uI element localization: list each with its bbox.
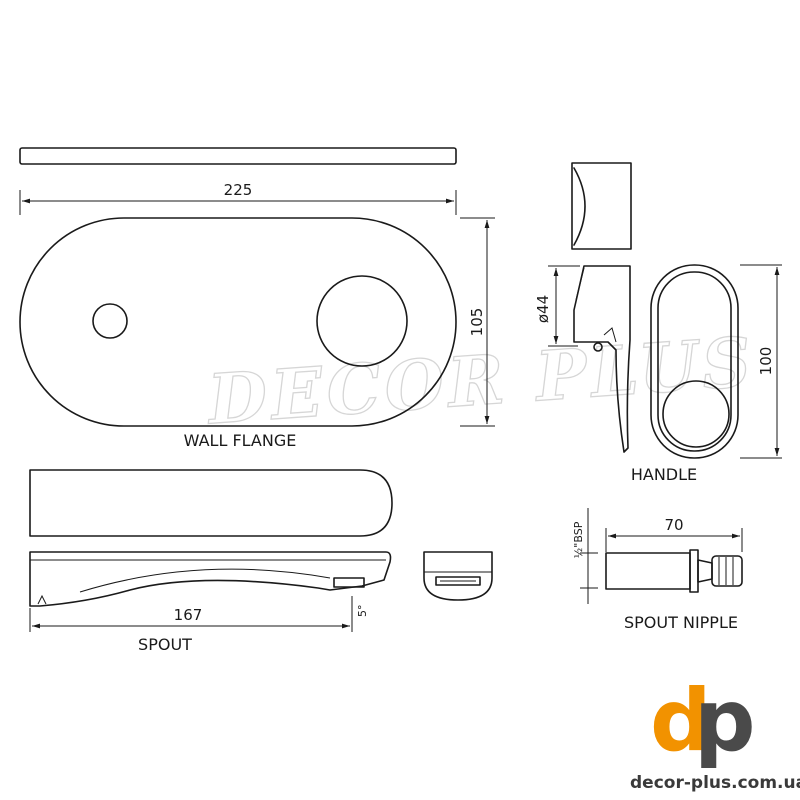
wall-flange-body [19,217,457,427]
spout-nipple-thread [711,555,743,587]
spout-nipple-label: SPOUT NIPPLE [624,613,738,632]
brand-logo: d p decor-plus.com.ua [630,671,800,793]
handle-diameter-dim: ø44 [534,295,552,323]
spout-angle-dim: 5° [356,605,369,618]
wall-flange-width-dim: 225 [224,181,253,199]
spout-top-view [29,469,393,537]
handle-front-outer [650,264,739,459]
wall-flange-large-hole [316,275,408,367]
logo-letter-p: p [694,671,756,771]
wall-flange-top-profile [19,147,457,165]
handle-front-inner [657,271,732,452]
spout-label: SPOUT [138,635,192,654]
logo-url: decor-plus.com.ua [630,773,800,793]
spout-end-view [423,551,493,601]
spout-nipple-thread-dim: ½"BSP [572,521,585,558]
logo-letter-d: d [650,671,712,771]
wall-flange-label: WALL FLANGE [184,431,297,450]
spout-side-view [29,551,392,607]
spout-length-dim: 167 [174,606,203,624]
wall-flange-small-hole [92,303,128,339]
handle-front-hole [662,380,730,448]
handle-label: HANDLE [631,465,697,484]
spout-nipple-group: ½"BSP 70 SPOUT NIPPLE [572,508,743,632]
wall-flange-height-dim: 105 [468,308,486,337]
wall-flange-group: 225 105 WALL FLANGE [19,147,495,450]
handle-height-dim: 100 [757,347,775,376]
handle-group: ø44 100 HANDLE [534,162,782,484]
handle-side-view [573,265,631,453]
spout-nipple-body [605,552,691,590]
spout-nipple-length-dim: 70 [664,516,683,534]
spout-group: 167 5° SPOUT [29,469,493,654]
handle-top-view [571,162,632,250]
watermark: DECOR PLUS [203,322,757,440]
